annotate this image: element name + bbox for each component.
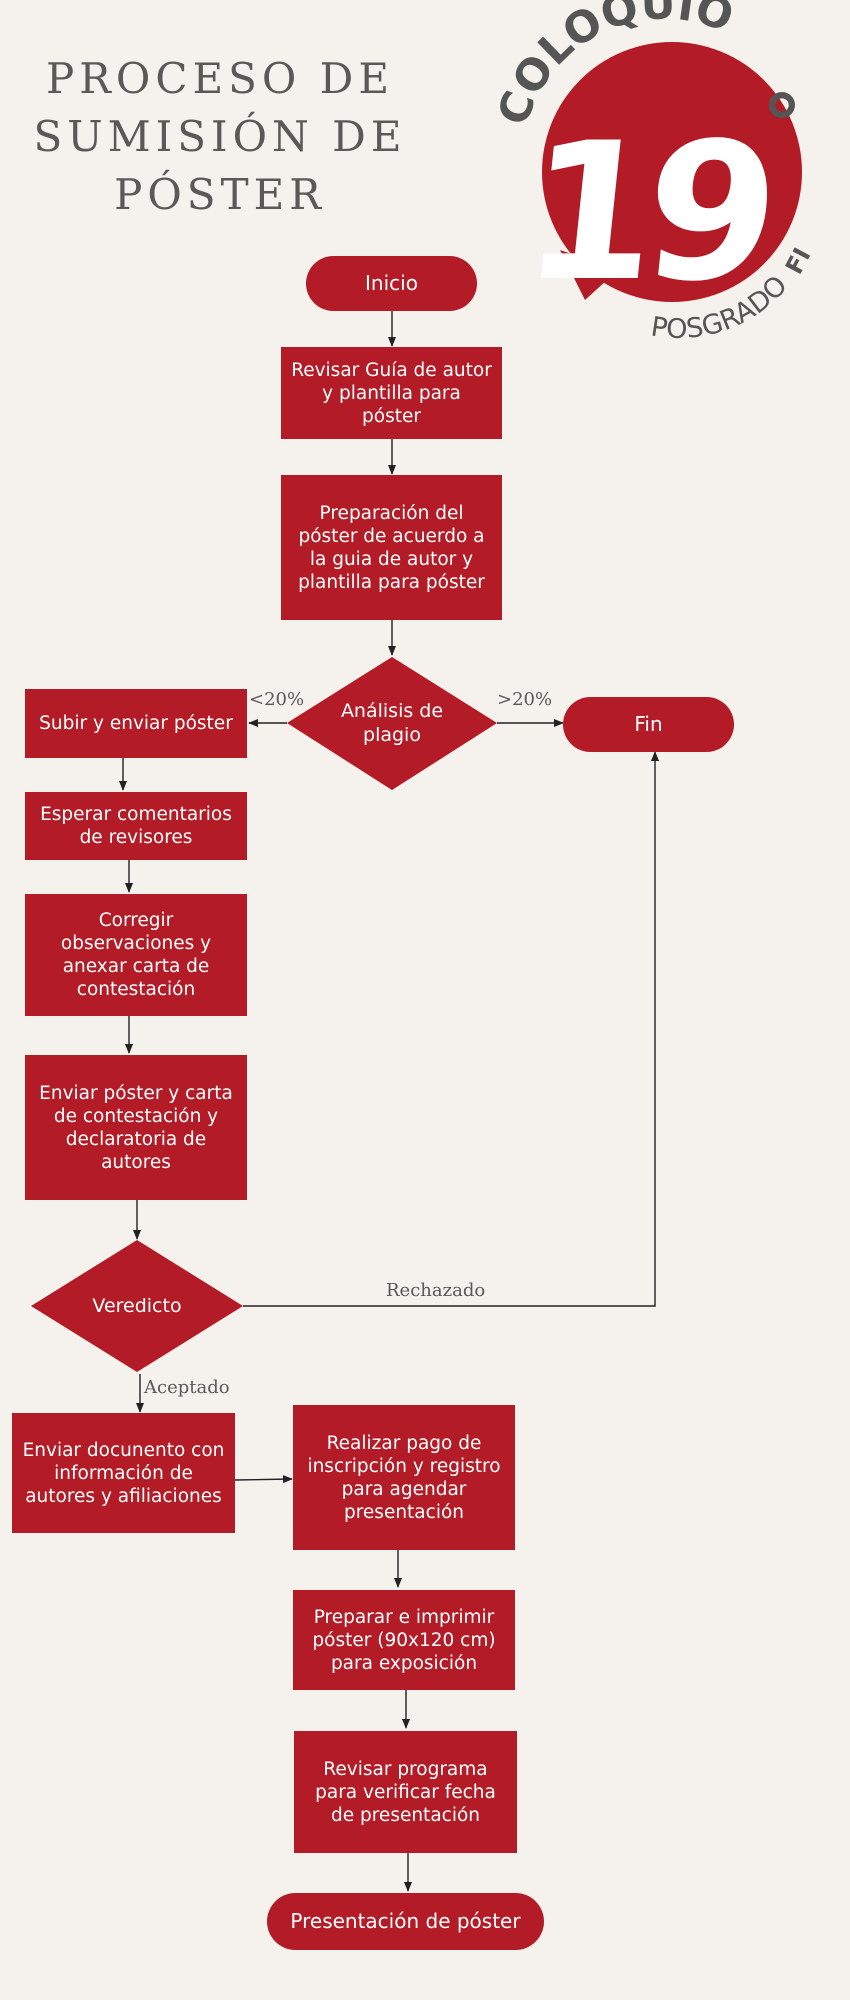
node-revisar-guia: Revisar Guía de autor y plantilla para p…	[281, 347, 502, 439]
node-esperar: Esperar comentarios de revisores	[25, 792, 247, 860]
arrow-documento-pago	[234, 1475, 293, 1484]
node-enviar-carta: Enviar póster y carta de contestación y …	[25, 1055, 247, 1200]
diamond-veredicto	[31, 1240, 243, 1372]
title-line-1: PROCESO DE	[46, 54, 394, 103]
node-fin: Fin	[563, 697, 734, 752]
node-veredicto: Veredicto	[92, 1295, 182, 1317]
diamond-analisis	[287, 657, 497, 790]
node-enviar-documento: Enviar docunento con información de auto…	[12, 1413, 235, 1533]
node-subir: Subir y enviar póster	[25, 689, 247, 758]
title-line-2: SUMISIÓN DE	[33, 112, 407, 161]
label-menos-20: <20%	[249, 689, 305, 710]
label-aceptado: Aceptado	[144, 1377, 230, 1398]
logo-degree: °	[762, 78, 802, 171]
node-analisis: Análisis de plagio	[340, 700, 444, 746]
title-line-3: PÓSTER	[114, 170, 326, 219]
label-mas-20: >20%	[497, 689, 553, 710]
node-inicio: Inicio	[306, 256, 477, 311]
node-preparar-imprimir: Preparar e imprimir póster (90x120 cm) p…	[293, 1590, 515, 1690]
logo-number: 19	[514, 101, 778, 322]
coloquio-logo: COLOQUIO 19 ° POSGRADO FI	[500, 0, 817, 345]
arrow-veredicto-fin	[243, 751, 659, 1307]
node-pago: Realizar pago de inscripción y registro …	[293, 1405, 515, 1550]
node-corregir: Corregir observaciones y anexar carta de…	[25, 894, 247, 1016]
logo-tail	[560, 250, 618, 300]
logo-circle	[542, 42, 802, 302]
page-title: PROCESO DE SUMISIÓN DE PÓSTER	[20, 50, 420, 224]
node-preparacion: Preparación del póster de acuerdo a la g…	[281, 475, 502, 620]
node-revisar-programa: Revisar programa para verificar fecha de…	[294, 1731, 517, 1853]
node-presentacion: Presentación de póster	[267, 1893, 544, 1950]
label-rechazado: Rechazado	[386, 1280, 486, 1301]
